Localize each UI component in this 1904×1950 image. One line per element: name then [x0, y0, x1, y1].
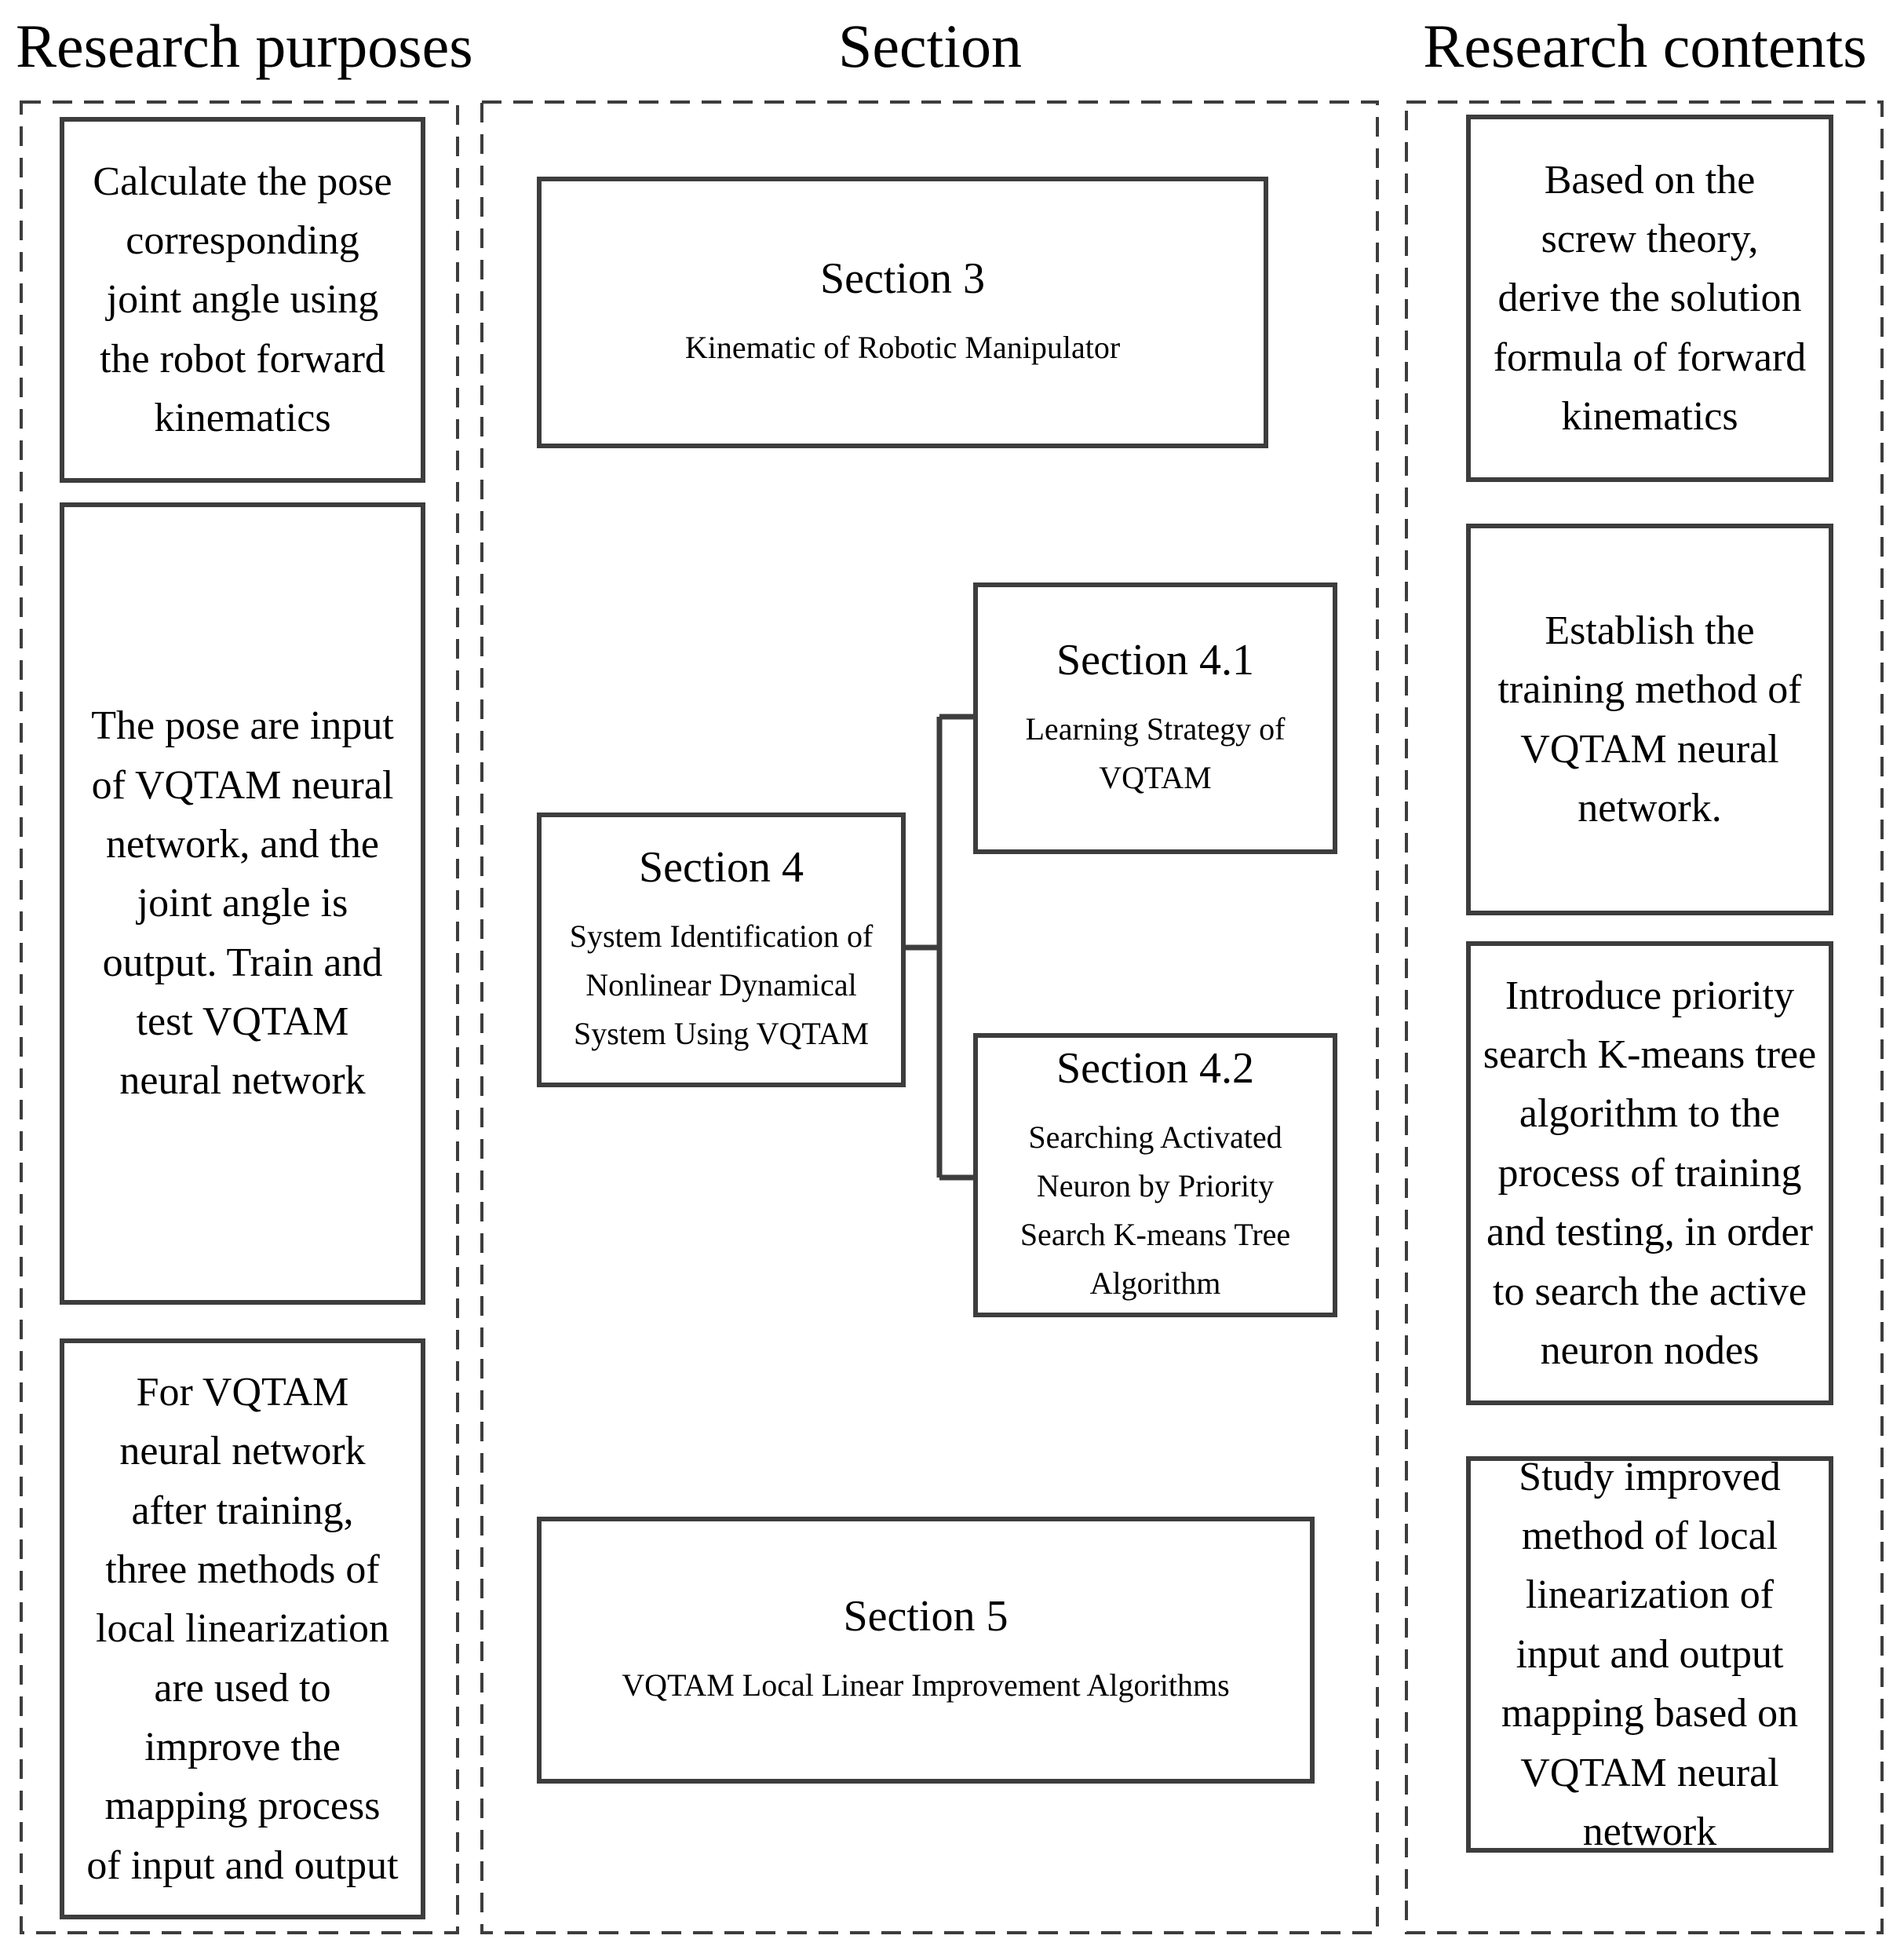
- purpose-box-local-linearization: For VQTAM neural network after training,…: [60, 1338, 425, 1919]
- section-4-box: Section 4 System Identification of Nonli…: [537, 812, 906, 1087]
- section-5-subtitle: VQTAM Local Linear Improvement Algorithm…: [622, 1667, 1230, 1703]
- content-box-improved-linearization: Study improved method of local lineariza…: [1466, 1455, 1833, 1854]
- section-4-header: Section 4: [639, 843, 804, 893]
- purpose-box-forward-kinematics: Calculate the pose corresponding joint a…: [60, 117, 425, 483]
- purpose-box-train-test-vqtam: The pose are input of VQTAM neural netwo…: [60, 502, 425, 1305]
- purpose-box-2-text: The pose are input of VQTAM neural netwo…: [91, 703, 394, 1104]
- section-4-2-box: Section 4.2 Searching Activated Neuron b…: [973, 1033, 1337, 1317]
- section-3-header: Section 3: [820, 254, 985, 304]
- content-box-3-text: Introduce priority search K-means tree a…: [1483, 973, 1817, 1373]
- section-5-box: Section 5 VQTAM Local Linear Improvement…: [537, 1517, 1315, 1784]
- section-4-1-header: Section 4.1: [1056, 636, 1254, 685]
- section-4-1-subtitle: Learning Strategy of VQTAM: [1025, 710, 1286, 795]
- content-box-screw-theory: Based on the screw theory, derive the so…: [1466, 115, 1833, 482]
- purpose-box-1-text: Calculate the pose corresponding joint a…: [93, 159, 392, 441]
- column-title-research-purposes: Research purposes: [16, 12, 473, 80]
- column-title-section: Section: [838, 12, 1022, 80]
- middle-column-dashed-border: [480, 100, 1379, 1934]
- section-3-subtitle: Kinematic of Robotic Manipulator: [684, 329, 1121, 365]
- content-box-2-text: Establish the training method of VQTAM n…: [1497, 608, 1802, 831]
- content-box-kmeans-tree: Introduce priority search K-means tree a…: [1466, 941, 1833, 1405]
- content-box-4-text: Study improved method of local lineariza…: [1501, 1454, 1799, 1854]
- section-3-box: Section 3 Kinematic of Robotic Manipulat…: [537, 177, 1268, 448]
- content-box-training-method: Establish the training method of VQTAM n…: [1466, 524, 1833, 915]
- column-title-research-contents: Research contents: [1423, 12, 1867, 80]
- section-4-2-header: Section 4.2: [1056, 1044, 1254, 1094]
- left-column-dashed-border: [20, 100, 459, 1934]
- right-column-dashed-border: [1405, 100, 1884, 1934]
- section-4-1-box: Section 4.1 Learning Strategy of VQTAM: [973, 582, 1337, 854]
- section-4-subtitle: System Identification of Nonlinear Dynam…: [569, 918, 874, 1051]
- section-4-2-subtitle: Searching Activated Neuron by Priority S…: [1019, 1119, 1291, 1301]
- content-box-1-text: Based on the screw theory, derive the so…: [1493, 157, 1807, 440]
- section-4-branch-connector: [906, 714, 973, 1181]
- purpose-box-3-text: For VQTAM neural network after training,…: [86, 1369, 399, 1888]
- section-5-header: Section 5: [843, 1592, 1009, 1641]
